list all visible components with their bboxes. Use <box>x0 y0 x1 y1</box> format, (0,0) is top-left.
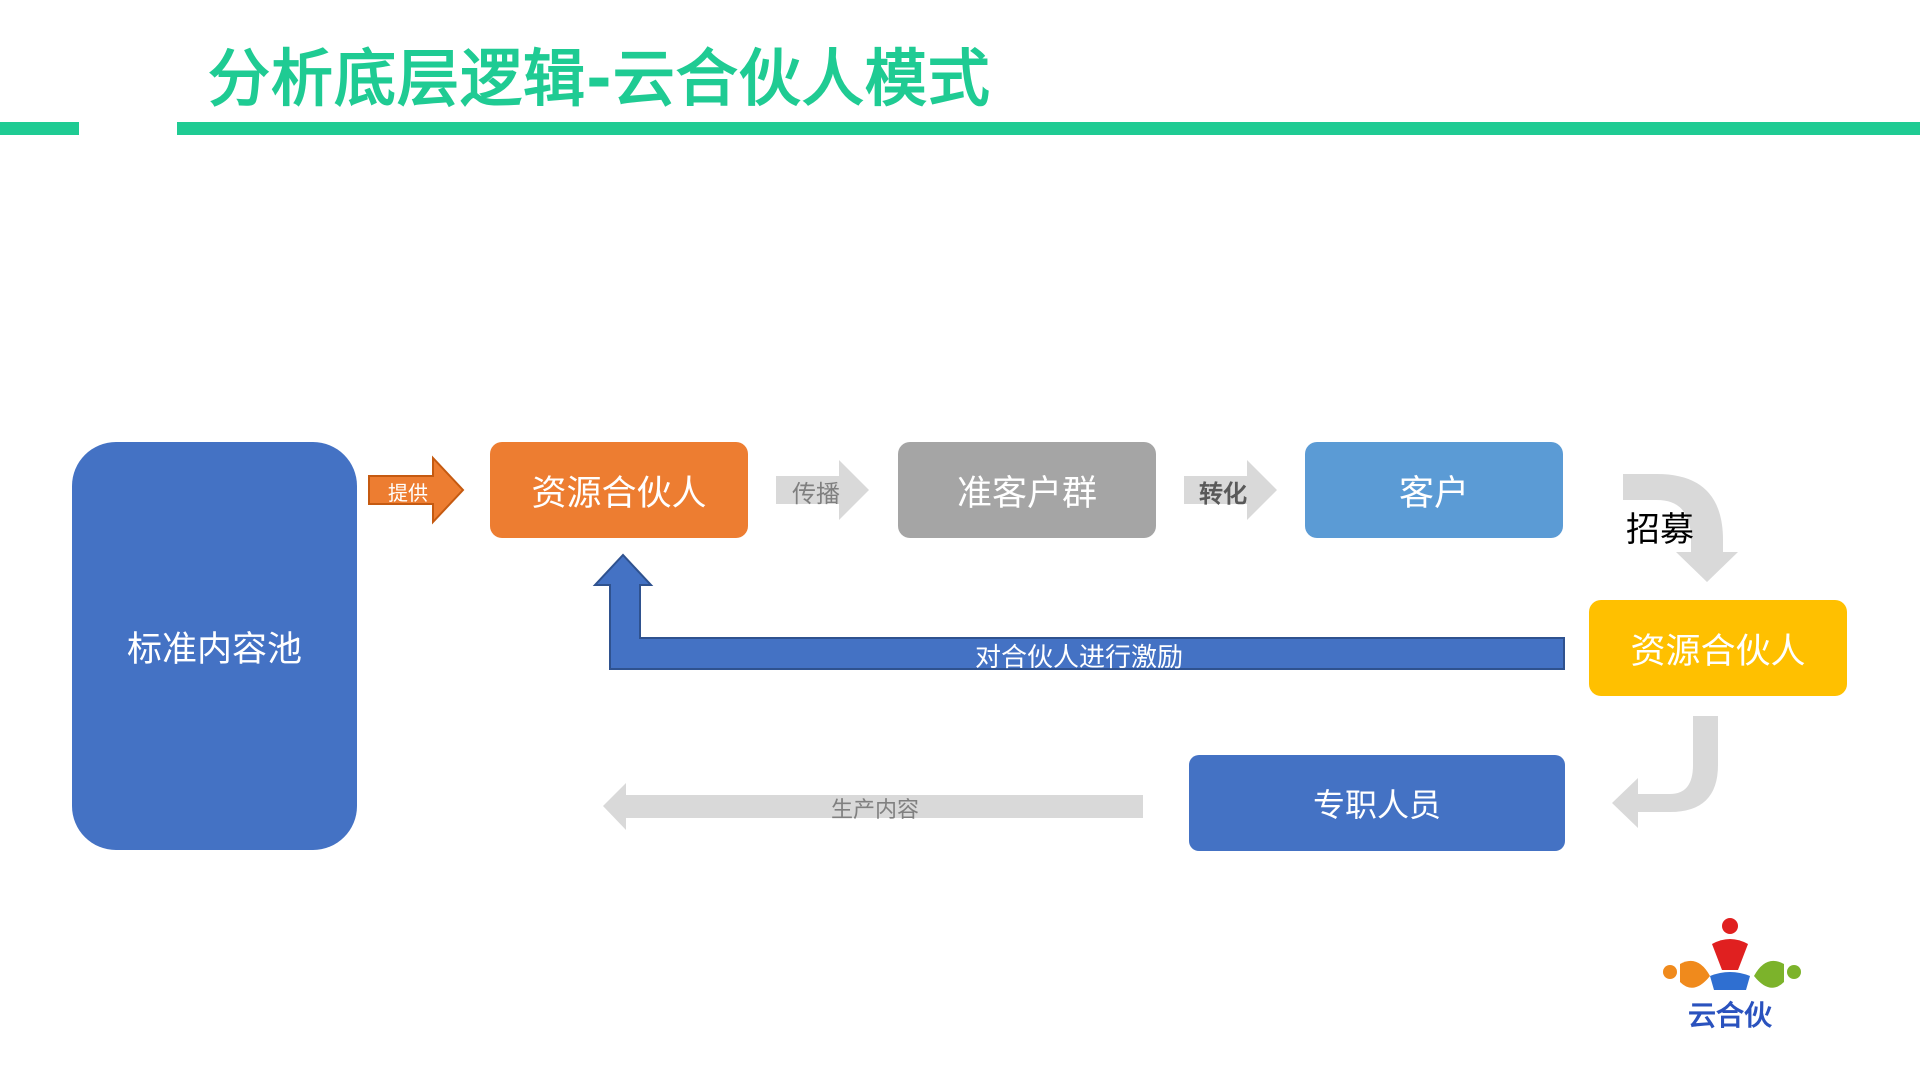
logo-figures-icon <box>1663 918 1801 990</box>
spread-arrow <box>776 460 869 520</box>
logo-text: 云合伙 <box>1688 999 1773 1032</box>
content-pool-node: 标准内容池 <box>72 442 357 850</box>
incentivize-label: 对合伙人进行激励 <box>975 643 1184 673</box>
convert-arrow <box>1184 460 1277 520</box>
produce-content-label: 生产内容 <box>831 798 920 823</box>
convert-label: 转化 <box>1199 480 1247 508</box>
dedicated-staff-node: 专职人员 <box>1189 755 1565 851</box>
incentivize-arrow <box>592 553 1565 670</box>
handoff-arrow <box>1612 716 1718 828</box>
customer-node: 客户 <box>1305 442 1563 538</box>
title-underline-right <box>177 122 1920 135</box>
spread-label: 传播 <box>792 480 840 508</box>
recruited-partner-node: 资源合伙人 <box>1589 600 1847 696</box>
yunhehuo-logo: 云合伙 <box>1650 910 1810 1032</box>
page-title: 分析底层逻辑-云合伙人模式 <box>208 42 991 115</box>
provide-label: 提供 <box>388 481 428 505</box>
recruit-arrow <box>1623 474 1738 582</box>
title-underline-left <box>0 122 79 135</box>
produce-content-arrow <box>603 783 1143 830</box>
provide-arrow <box>368 455 465 525</box>
recruit-label: 招募 <box>1626 510 1694 550</box>
prospect-group-node: 准客户群 <box>898 442 1156 538</box>
resource-partner-node: 资源合伙人 <box>490 442 748 538</box>
